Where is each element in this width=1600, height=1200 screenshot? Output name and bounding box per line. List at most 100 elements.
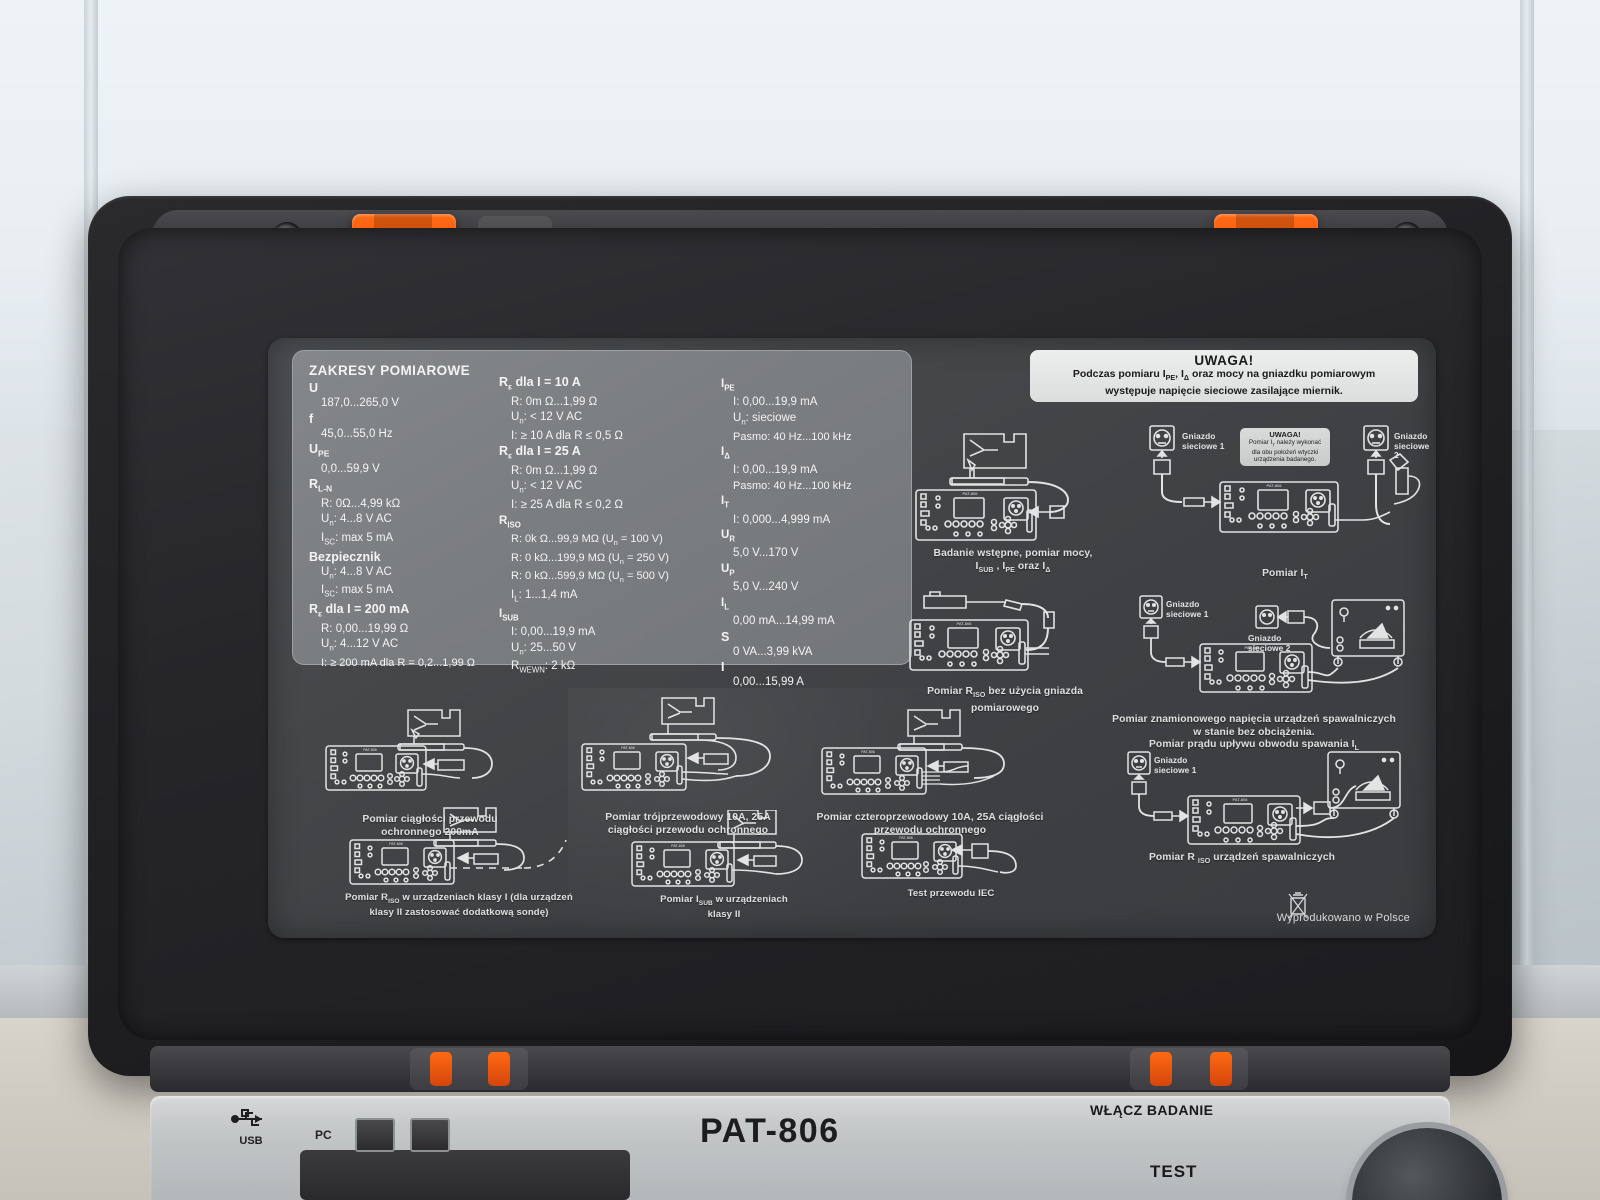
spec-group-ur: UR 5,0 V...170 V bbox=[721, 528, 907, 562]
svg-text:PAT-806: PAT-806 bbox=[899, 836, 912, 840]
diagram-riso-bez-gniazda: PAT-806 Pomiar RISO bez użycia gniazda p… bbox=[890, 590, 1120, 715]
window-frame-right bbox=[1520, 0, 1534, 980]
diagram-art: PAT-806 bbox=[816, 706, 1044, 812]
diagram-caption: Pomiar znamionowego napięcia urządzeń sp… bbox=[1112, 714, 1396, 725]
svg-text:PAT-806: PAT-806 bbox=[957, 621, 973, 626]
spec-group-head: Rε dla I = 10 A bbox=[499, 375, 581, 392]
test-button[interactable]: TEST bbox=[1150, 1162, 1198, 1181]
usb-port-group: USB bbox=[230, 1108, 272, 1147]
base-dark-strip bbox=[300, 1150, 630, 1200]
spec-line: Pasmo: 40 Hz...100 kHz bbox=[733, 430, 852, 443]
spec-group-upe: UPE 0,0...59,9 V bbox=[309, 442, 509, 477]
spec-group-f: f 45,0...55,0 Hz bbox=[309, 412, 509, 443]
spec-line: Un: 4...8 V AC bbox=[321, 513, 392, 528]
diagram-riso-spawalnicze: PAT-806 bbox=[1068, 746, 1416, 869]
spec-group-rln: RL-N R: 0Ω...4,99 kΩ Un: 4...8 V AC ISC:… bbox=[309, 477, 509, 550]
case-hinge-bar bbox=[150, 1046, 1450, 1092]
spec-group-head: IPE bbox=[721, 378, 735, 393]
diagram-badanie-wstepne: PAT-806 Badanie wstępne, pomiar mocy, bbox=[908, 416, 1118, 577]
diagram-inline-warning: UWAGA! Pomiar IT należy wykonać dla obu … bbox=[1240, 428, 1330, 467]
spec-group-head: IT bbox=[721, 495, 729, 510]
spec-line: R: 0m Ω...1,99 Ω bbox=[511, 395, 598, 408]
diagram-riso-klasa1: PAT-806 Pomiar RISO w urządzeniach klasy… bbox=[334, 806, 584, 919]
made-in-label: Wyprodukowano w Polsce bbox=[1276, 912, 1410, 924]
diagram-art: PAT-806 bbox=[334, 806, 584, 892]
spec-group-head: ISUB bbox=[499, 607, 519, 623]
warning-line-2: występuje napięcie sieciowe zasilające m… bbox=[1105, 385, 1343, 398]
diagram-art: PAT-806 bbox=[1068, 746, 1416, 852]
spec-group-re-25a: Rε dla I = 25 A R: 0m Ω...1,99 Ω Un: < 1… bbox=[499, 444, 714, 513]
spec-line: I: ≥ 25 A dla R ≤ 0,2 Ω bbox=[511, 499, 624, 512]
diagram-czteroprzewodowy: PAT-806 Pomiar czteroprzewodowy 10A, 25A… bbox=[816, 706, 1044, 837]
spec-line: R: 0Ω...4,99 kΩ bbox=[321, 497, 401, 510]
svg-text:PAT-806: PAT-806 bbox=[621, 746, 634, 750]
diagram-art: PAT-806 bbox=[320, 706, 540, 814]
spec-line: Un: < 12 V AC bbox=[511, 480, 583, 495]
hinge-block-left bbox=[410, 1048, 528, 1090]
diagram-caption-3: Pomiar prądu upływu obwodu spawania IL bbox=[1148, 739, 1360, 753]
spec-column-2: Rε dla I = 10 A R: 0m Ω...1,99 Ω Un: < 1… bbox=[499, 375, 714, 678]
spec-line: I: 0,000...4,999 mA bbox=[733, 513, 831, 526]
hinge-pin-1 bbox=[430, 1052, 452, 1086]
spec-group-idelta: IΔ I: 0,00...19,9 mA Pasmo: 40 Hz...100 … bbox=[721, 445, 907, 494]
serial-port-socket[interactable] bbox=[410, 1118, 450, 1152]
diagram-caption: Pomiar RISO w urządzeniach klasy I (dla … bbox=[345, 892, 573, 905]
test-control-group: WŁĄCZ BADANIE bbox=[1090, 1102, 1370, 1118]
spec-group-re-200ma: Rε dla I = 200 mA R: 0,00...19,99 Ω Un: … bbox=[309, 602, 509, 671]
test-header-label: WŁĄCZ BADANIE bbox=[1090, 1102, 1214, 1118]
inline-warning-body: Pomiar IT należy wykonać dla obu położeń… bbox=[1248, 439, 1322, 464]
spec-line: R: 0 kΩ...599,9 MΩ (Un = 500 V) bbox=[511, 570, 669, 585]
spec-line: 5,0 V...240 V bbox=[733, 581, 799, 594]
spec-line: 0,00...15,99 A bbox=[733, 676, 804, 689]
diagram-caption-2: ISUB , IPE oraz IΔ bbox=[975, 560, 1051, 574]
diagram-isub-klasa2: PAT-806 Pomiar ISUB w urządzeniach klasy… bbox=[624, 810, 824, 921]
spec-line: Un: 25...50 V bbox=[511, 641, 577, 656]
diagram-art: PAT-806 bbox=[908, 416, 1118, 548]
usb-label: USB bbox=[239, 1135, 263, 1147]
warning-box: UWAGA! Podczas pomiaru IPE, IΔ oraz mocy… bbox=[1030, 350, 1418, 402]
spec-line: R: 0,00...19,99 Ω bbox=[321, 622, 409, 635]
diagram-caption: Pomiar RISO bez użycia gniazda bbox=[927, 686, 1083, 700]
spec-group-head: IL bbox=[721, 596, 729, 612]
spec-group-head: UPE bbox=[309, 442, 330, 459]
spec-group-u: U 187,0...265,0 V bbox=[309, 381, 509, 412]
spec-group-it: IT I: 0,000...4,999 mA bbox=[721, 494, 907, 528]
spec-column-3: IPE I: 0,00...19,9 mA Un: sieciowe Pasmo… bbox=[721, 377, 907, 691]
spec-group-riso: RISO R: 0k Ω...99,9 MΩ (Un = 100 V) R: 0… bbox=[499, 514, 714, 607]
spec-line: Un: 4...12 V AC bbox=[321, 638, 399, 653]
spec-group-il: IL 0,00 mA...14,99 mA bbox=[721, 596, 907, 630]
spec-line: 0,0...59,9 V bbox=[321, 462, 380, 475]
spec-group-s: S 0 VA...3,99 kVA bbox=[721, 630, 907, 661]
spec-line: Un: 4...8 V AC bbox=[321, 565, 392, 580]
inline-warning-title: UWAGA! bbox=[1269, 430, 1301, 439]
spec-line: 0 VA...3,99 kVA bbox=[733, 645, 813, 658]
diagram-caption-2: klasy II zastosować dodatkową sondę) bbox=[369, 907, 549, 919]
spec-line: 5,0 V...170 V bbox=[733, 547, 799, 560]
spec-group-head: Bezpiecznik bbox=[309, 549, 381, 564]
spec-column-1: ZAKRESY POMIAROWE U 187,0...265,0 V f 45… bbox=[309, 363, 509, 671]
diagram-caption: Test przewodu IEC bbox=[907, 888, 995, 899]
diagram-art: PAT-806 bbox=[1088, 586, 1420, 714]
spec-line: I: ≥ 10 A dla R ≤ 0,5 Ω bbox=[511, 429, 624, 442]
usb-port-socket[interactable] bbox=[355, 1118, 395, 1152]
diagram-caption-2: ochronnego 200mA bbox=[381, 826, 479, 838]
diagram-caption: Pomiar trójprzewodowy 10A, 25A bbox=[605, 812, 771, 823]
svg-text:PAT-806: PAT-806 bbox=[963, 491, 979, 496]
diagram-art: PAT-806 bbox=[890, 590, 1120, 686]
diagram-caption: Pomiar R ISO urządzeń spawalniczych bbox=[1148, 852, 1336, 866]
diagram-caption-2: ciągłości przewodu ochronnego bbox=[607, 824, 769, 836]
spec-group-i: I 0,00...15,99 A bbox=[721, 660, 907, 691]
spec-line: R: 0 kΩ...199,9 MΩ (Un = 250 V) bbox=[511, 551, 669, 566]
diagram-caption-2: klasy II bbox=[707, 909, 741, 921]
svg-text:PAT-806: PAT-806 bbox=[389, 842, 402, 846]
diagram-pomiar-it: PAT-806 bbox=[1142, 420, 1429, 585]
spec-group-re-10a: Rε dla I = 10 A R: 0m Ω...1,99 Ω Un: < 1… bbox=[499, 375, 714, 444]
diagram-art: PAT-806 bbox=[576, 694, 800, 812]
diagram-test-iec: PAT-806 Test przewodu IEC bbox=[856, 816, 1046, 900]
hinge-pin-3 bbox=[1150, 1052, 1172, 1086]
spec-line: ISC: max 5 mA bbox=[321, 584, 394, 599]
spec-group-head: RL-N bbox=[309, 477, 333, 494]
